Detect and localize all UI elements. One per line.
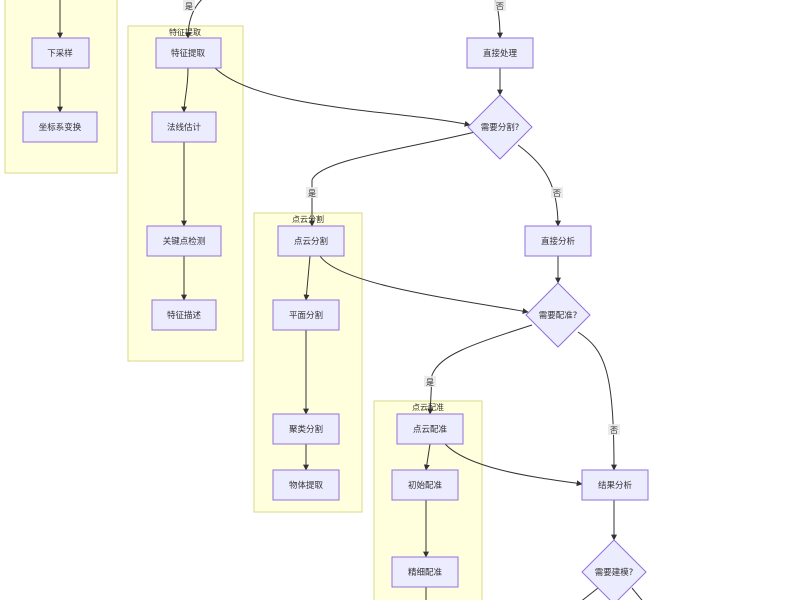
edge-pcreg-to-result <box>444 443 583 487</box>
node-feature-describe[interactable]: 特征描述 <box>151 299 217 331</box>
svg-text:精细配准: 精细配准 <box>408 567 443 578</box>
node-coordinate-transform[interactable]: 坐标系变换 <box>22 111 98 143</box>
node-plane-segment[interactable]: 平面分割 <box>272 299 340 331</box>
svg-text:否: 否 <box>496 2 504 11</box>
decision-need-segment[interactable]: 需要分割? <box>467 94 533 160</box>
node-pointcloud-register[interactable]: 点云配准 <box>396 413 464 445</box>
svg-text:否: 否 <box>610 426 618 435</box>
edge-label-top-no: 否 <box>494 0 506 11</box>
edge-needmodel-right <box>631 587 643 600</box>
edge-pcseg-to-plane <box>303 255 311 301</box>
edge-label-seg-no: 否 <box>551 187 563 198</box>
node-object-extract[interactable]: 物体提取 <box>272 469 340 501</box>
cluster-title-segment: 点云分割 <box>292 214 324 224</box>
svg-text:点云分割: 点云分割 <box>294 236 328 247</box>
cluster-segmentation: 点云分割 <box>253 212 363 513</box>
decision-need-register[interactable]: 需要配准? <box>525 282 591 348</box>
svg-text:否: 否 <box>553 189 561 198</box>
svg-text:是: 是 <box>426 378 434 387</box>
node-pointcloud-segment[interactable]: 点云分割 <box>277 225 345 257</box>
node-fine-register[interactable]: 精细配准 <box>391 556 459 588</box>
node-feature-extract[interactable]: 特征提取 <box>155 37 222 69</box>
svg-text:点云配准: 点云配准 <box>413 424 448 435</box>
edge-label-seg-yes: 是 <box>306 187 318 198</box>
edge-needreg-no <box>577 331 617 471</box>
svg-text:是: 是 <box>185 2 193 11</box>
edge-feature-to-normal <box>181 67 189 113</box>
edge-feature-to-needseg <box>214 67 471 127</box>
edge-label-reg-yes: 是 <box>424 376 436 387</box>
svg-text:需要分割?: 需要分割? <box>481 122 520 133</box>
svg-text:初始配准: 初始配准 <box>408 480 443 491</box>
svg-text:聚类分割: 聚类分割 <box>289 424 323 435</box>
node-normal-estimate[interactable]: 法线估计 <box>151 111 217 143</box>
edge-label-top-yes: 是 <box>183 0 195 11</box>
svg-text:关键点检测: 关键点检测 <box>163 236 206 247</box>
svg-text:特征提取: 特征提取 <box>171 48 206 59</box>
svg-text:法线估计: 法线估计 <box>167 122 202 133</box>
svg-text:平面分割: 平面分割 <box>289 310 323 321</box>
svg-text:是: 是 <box>308 189 316 198</box>
node-initial-register[interactable]: 初始配准 <box>391 469 459 501</box>
edge-needseg-yes <box>309 131 476 227</box>
edge-needreg-yes <box>427 324 533 415</box>
node-direct-process[interactable]: 直接处理 <box>466 37 534 69</box>
edge-label-reg-no: 否 <box>608 424 620 435</box>
svg-text:下采样: 下采样 <box>47 48 73 59</box>
edge-pcseg-to-needreg <box>319 255 529 315</box>
decision-need-model[interactable]: 需要建模? <box>581 539 647 600</box>
node-direct-analyze[interactable]: 直接分析 <box>524 225 592 257</box>
node-downsample[interactable]: 下采样 <box>31 37 90 69</box>
svg-text:直接处理: 直接处理 <box>483 48 518 59</box>
svg-text:直接分析: 直接分析 <box>541 236 576 247</box>
svg-text:需要建模?: 需要建模? <box>595 567 634 578</box>
svg-text:结果分析: 结果分析 <box>598 480 633 491</box>
svg-text:物体提取: 物体提取 <box>289 480 324 491</box>
edge-needmodel-left <box>581 587 599 600</box>
edge-needseg-no <box>517 144 561 227</box>
node-cluster-segment[interactable]: 聚类分割 <box>272 413 340 445</box>
node-keypoint-detect[interactable]: 关键点检测 <box>146 225 222 257</box>
cluster-title-registration: 点云配准 <box>412 402 444 412</box>
cluster-title-feature: 特征提取 <box>169 27 201 37</box>
node-result-analyze[interactable]: 结果分析 <box>581 469 649 501</box>
svg-text:特征描述: 特征描述 <box>167 310 202 321</box>
svg-text:需要配准?: 需要配准? <box>539 310 578 321</box>
edge-pcreg-to-initial <box>423 443 431 471</box>
svg-text:坐标系变换: 坐标系变换 <box>39 122 82 133</box>
cluster-left <box>4 0 118 174</box>
